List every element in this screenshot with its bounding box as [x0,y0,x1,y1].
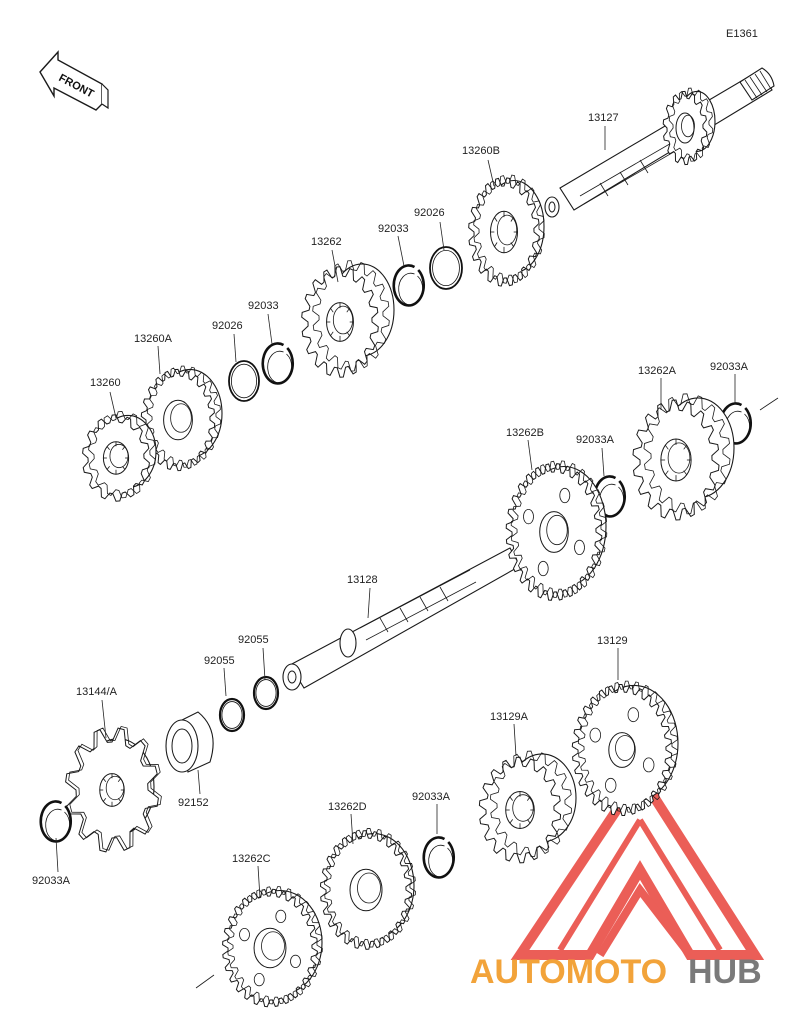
part-92033a-low-circlip[interactable] [422,836,456,879]
label-13262[interactable]: 13262 [311,236,342,248]
part-92055-b-ring[interactable] [252,675,280,711]
part-13144-sprocket[interactable] [65,725,162,853]
part-labels: 13127 13260B 92026 92033 13262 92033 920… [32,112,749,887]
label-13127[interactable]: 13127 [588,112,619,124]
label-92033-top[interactable]: 92033 [378,223,409,235]
label-13144[interactable]: 13144/A [76,686,118,698]
label-92026-top[interactable]: 92026 [414,207,445,219]
label-92152[interactable]: 92152 [178,797,209,809]
label-92055-a[interactable]: 92055 [238,634,269,646]
part-13260a-gear[interactable] [140,365,223,472]
part-13262c-gear[interactable] [222,886,323,1008]
label-13260[interactable]: 13260 [90,377,121,389]
label-13262c[interactable]: 13262C [232,853,271,865]
watermark-text-accent: HUB [688,953,762,991]
label-13262b[interactable]: 13262B [506,427,544,439]
part-92033-top-circlip[interactable] [392,264,426,307]
part-92055-a-ring[interactable] [218,697,246,733]
part-13127-shaft[interactable] [544,67,775,218]
part-92033-mid-circlip[interactable] [261,342,295,385]
label-13262d[interactable]: 13262D [328,801,367,813]
part-92026-top-ring[interactable] [429,246,463,290]
label-92033a-left[interactable]: 92033A [32,875,71,887]
part-92152-collar[interactable] [165,711,214,773]
label-92033a-right[interactable]: 92033A [710,361,749,373]
part-13262a-gear[interactable] [632,393,735,521]
label-92033a-mid[interactable]: 92033A [576,434,615,446]
part-13128-shaft[interactable] [282,547,521,691]
label-13260a[interactable]: 13260A [134,333,173,345]
watermark-wordmark: AUTOMOTO HUB [470,953,762,991]
front-arrow-icon: FRONT [39,50,109,111]
part-13262d-gear[interactable] [319,828,416,950]
label-92026-mid[interactable]: 92026 [212,320,243,332]
leader-lines [55,126,736,899]
watermark-logo [510,765,765,960]
part-13262b-gear[interactable] [505,460,608,601]
watermark-text-main: AUTOMOTO [470,953,667,991]
label-92033a-low[interactable]: 92033A [412,791,451,803]
part-13129-gear[interactable] [571,680,679,816]
part-92033a-left-circlip[interactable] [39,800,73,843]
label-13128[interactable]: 13128 [347,574,378,586]
part-13262-gear-pos[interactable] [662,87,716,166]
axis-arrow-icon [195,397,779,989]
part-92026-mid-ring[interactable] [228,360,260,402]
label-13260b[interactable]: 13260B [462,145,500,157]
label-92055-b[interactable]: 92055 [204,655,235,667]
label-13129[interactable]: 13129 [597,635,628,647]
part-13262-gear[interactable] [301,260,395,378]
label-13262a[interactable]: 13262A [638,365,677,377]
label-92033-mid[interactable]: 92033 [248,300,279,312]
diagram-code: E1361 [726,28,758,40]
part-13260b-gear[interactable] [468,174,545,287]
label-13129a[interactable]: 13129A [490,711,529,723]
part-13260-gear[interactable] [82,411,157,502]
part-13129a-gear[interactable] [478,750,577,864]
